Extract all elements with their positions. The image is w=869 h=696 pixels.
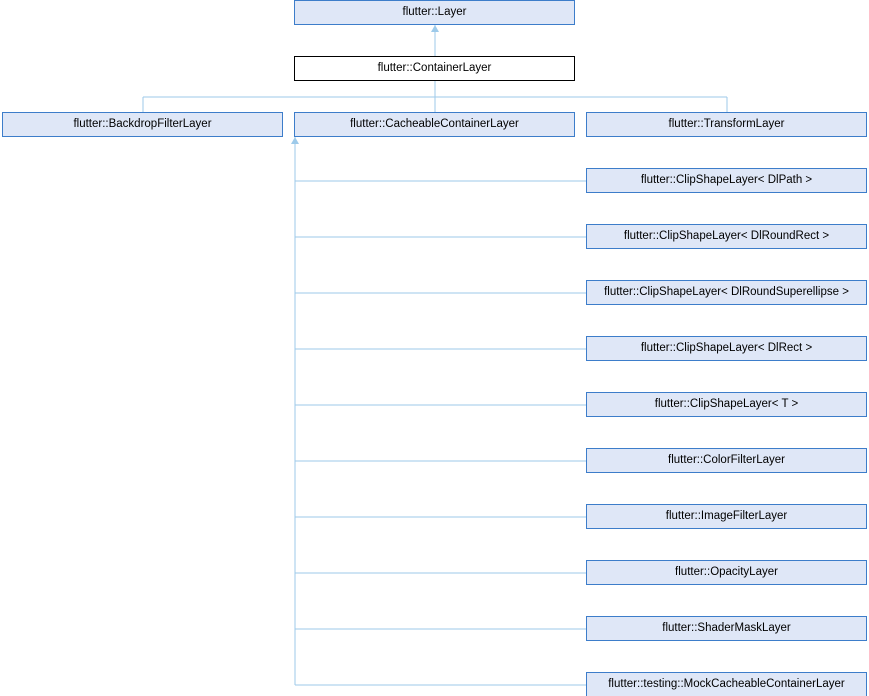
- class-node-opacity_layer[interactable]: flutter::OpacityLayer: [586, 560, 867, 585]
- class-node-clip_shape_layer_dlroundrect[interactable]: flutter::ClipShapeLayer< DlRoundRect >: [586, 224, 867, 249]
- class-node-cacheable_container_layer[interactable]: flutter::CacheableContainerLayer: [294, 112, 575, 137]
- class-node-backdrop_filter_layer[interactable]: flutter::BackdropFilterLayer: [2, 112, 283, 137]
- class-node-mock_cacheable_container_layer[interactable]: flutter::testing::MockCacheableContainer…: [586, 672, 867, 696]
- class-node-layer[interactable]: flutter::Layer: [294, 0, 575, 25]
- class-node-image_filter_layer[interactable]: flutter::ImageFilterLayer: [586, 504, 867, 529]
- class-node-clip_shape_layer_dlrse[interactable]: flutter::ClipShapeLayer< DlRoundSuperell…: [586, 280, 867, 305]
- class-node-container_layer: flutter::ContainerLayer: [294, 56, 575, 81]
- class-node-clip_shape_layer_dlpath[interactable]: flutter::ClipShapeLayer< DlPath >: [586, 168, 867, 193]
- class-node-shader_mask_layer[interactable]: flutter::ShaderMaskLayer: [586, 616, 867, 641]
- class-node-transform_layer[interactable]: flutter::TransformLayer: [586, 112, 867, 137]
- class-node-color_filter_layer[interactable]: flutter::ColorFilterLayer: [586, 448, 867, 473]
- class-node-clip_shape_layer_dlrect[interactable]: flutter::ClipShapeLayer< DlRect >: [586, 336, 867, 361]
- class-node-clip_shape_layer_t[interactable]: flutter::ClipShapeLayer< T >: [586, 392, 867, 417]
